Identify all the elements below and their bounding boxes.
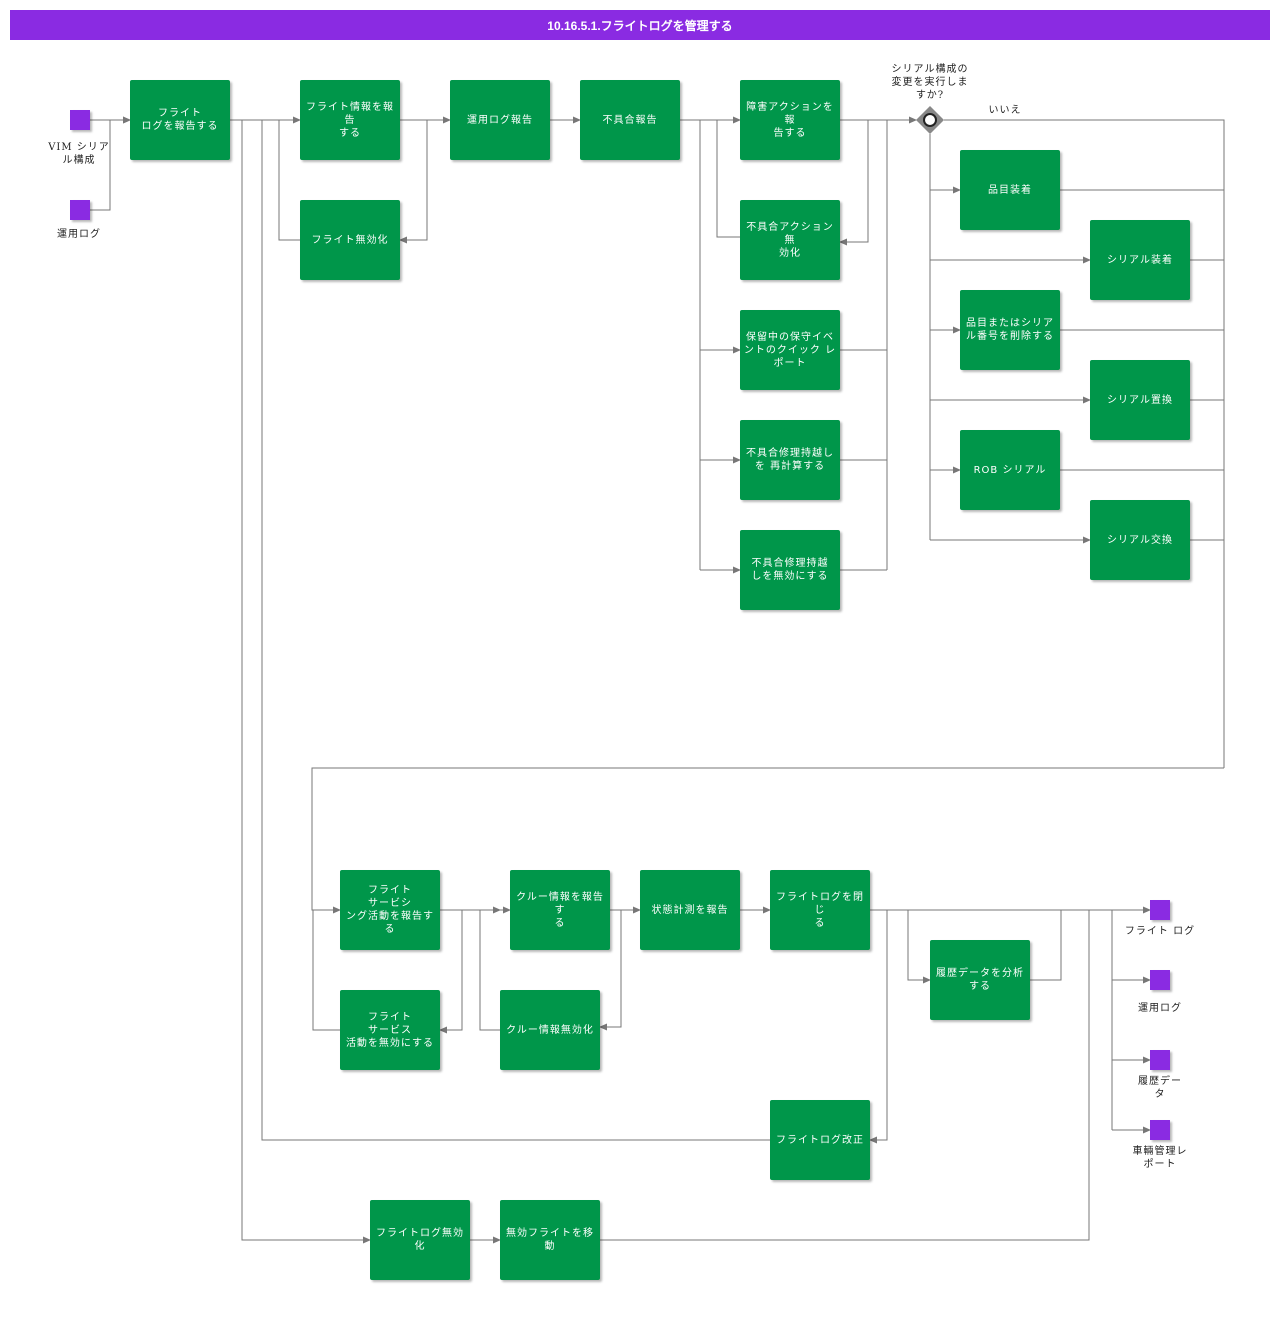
output-fleet-report-object	[1150, 1120, 1170, 1140]
edge-revise-back	[261, 120, 770, 1141]
gateway-question-label: シリアル構成の 変更を実行しま すか?	[891, 64, 969, 101]
task-report-defect[interactable]: 不具合報告	[580, 80, 680, 160]
edge-crew-to-void	[599, 909, 622, 1031]
task-void-flight-log[interactable]: フライトログ無効化	[370, 1200, 470, 1280]
task-rob-serial[interactable]: ROB シリアル	[960, 430, 1060, 510]
task-report-flight-info[interactable]: フライト情報を報告 する	[300, 80, 400, 160]
task-revise-flight-log[interactable]: フライトログ改正	[770, 1100, 870, 1180]
output-flight-log-label: フライト ログ	[1124, 926, 1196, 937]
task-report-condition-measure[interactable]: 状態計測を報告	[640, 870, 740, 950]
task-report-crew-info[interactable]: クルー情報を報告す る	[510, 870, 610, 950]
task-quick-report-pending[interactable]: 保留中の保守イベ ントのクイック レ ポート	[740, 310, 840, 390]
task-report-fault-action[interactable]: 障害アクションを報 告する	[740, 80, 840, 160]
task-move-void-flight[interactable]: 無効フライトを移動	[500, 1200, 600, 1280]
task-install-serial[interactable]: シリアル装着	[1090, 220, 1190, 300]
task-remove-part-serial[interactable]: 品目またはシリア ル番号を削除する	[960, 290, 1060, 370]
gateway-diamond	[916, 106, 944, 134]
task-analyze-history[interactable]: 履歴データを分析 する	[930, 940, 1030, 1020]
task-recalc-deferral[interactable]: 不具合修理持越し を 再計算する	[740, 420, 840, 500]
edge-flight-info-to-void	[399, 119, 428, 244]
task-report-flight-servicing[interactable]: フライト サービシ ング活動を報告する	[340, 870, 440, 950]
task-report-operation-log[interactable]: 運用ログ報告	[450, 80, 550, 160]
edge-move-out	[600, 910, 1090, 1241]
edge-void-flight-back	[278, 120, 300, 241]
input-operation-log-object	[70, 200, 90, 220]
output-history-data-label: 履歴デー タ	[1138, 1076, 1182, 1100]
output-flight-log-object	[1150, 900, 1170, 920]
task-swap-serial[interactable]: シリアル交換	[1090, 500, 1190, 580]
task-install-part[interactable]: 品目装着	[960, 150, 1060, 230]
task-void-flight-servicing[interactable]: フライト サービス 活動を無効にする	[340, 990, 440, 1070]
edge-void-defect-back	[716, 120, 740, 238]
edge-void-servicing-back	[312, 910, 340, 1031]
input-vim-serial-label: VIM シリア ル構成	[48, 142, 110, 166]
task-replace-serial[interactable]: シリアル置換	[1090, 360, 1190, 440]
edge-return-to-servicing	[311, 767, 1224, 914]
edge-void-crew-back	[479, 906, 501, 1031]
edge-gateway-no	[944, 119, 1225, 768]
task-close-flight-log[interactable]: フライトログを閉じ る	[770, 870, 870, 950]
gateway-no-label: いいえ	[988, 105, 1022, 116]
edge-close-to-revise	[869, 910, 888, 1144]
task-void-defect-action[interactable]: 不具合アクション無 効化	[740, 200, 840, 280]
edge-fault-to-void-defect	[839, 119, 869, 246]
edge-oplog-to-report-flight-log	[90, 116, 131, 211]
edge-close-to-analyze	[907, 910, 931, 984]
task-void-crew-info[interactable]: クルー情報無効化	[500, 990, 600, 1070]
input-vim-serial-object	[70, 110, 90, 130]
edge-analyze-out	[1030, 910, 1062, 981]
task-report-flight-log[interactable]: フライト ログを報告する	[130, 80, 230, 160]
diagram-title: 10.16.5.1.フライトログを管理する	[10, 10, 1270, 40]
task-void-flight[interactable]: フライト無効化	[300, 200, 400, 280]
edge-servicing-to-void	[439, 909, 463, 1034]
output-history-data-object	[1150, 1050, 1170, 1070]
task-void-deferral[interactable]: 不具合修理持越 しを無効にする	[740, 530, 840, 610]
output-fleet-report-label: 車輛管理レ ポート	[1132, 1146, 1188, 1170]
output-operation-log-object	[1150, 970, 1170, 990]
output-operation-log-label: 運用ログ	[1138, 1003, 1182, 1014]
input-operation-log-label: 運用ログ	[57, 229, 101, 240]
edge-rfl-to-void-flight-log	[241, 120, 371, 1244]
